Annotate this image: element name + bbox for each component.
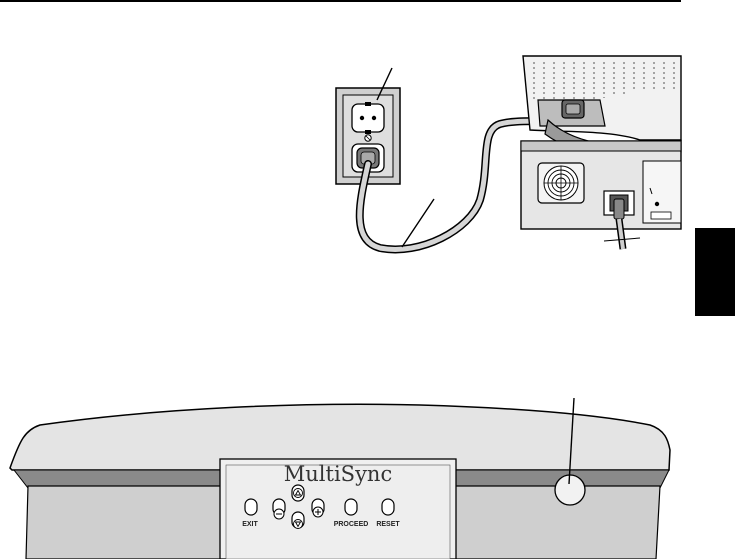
proceed-label: PROCEED — [334, 521, 369, 528]
minus-button[interactable] — [273, 499, 285, 519]
power-button[interactable] — [555, 475, 585, 505]
brand-logo: MultiSync — [284, 462, 392, 486]
monitor-rear — [521, 56, 681, 249]
monitor-front: MultiSync EXIT — [10, 404, 670, 559]
top-rule — [0, 0, 681, 2]
down-button[interactable] — [292, 512, 304, 529]
exit-label: EXIT — [242, 521, 258, 528]
upper-socket — [352, 102, 384, 134]
side-tab — [695, 228, 735, 316]
plus-button[interactable] — [312, 499, 324, 517]
fan-grille — [538, 163, 584, 203]
reset-label: RESET — [376, 521, 400, 528]
